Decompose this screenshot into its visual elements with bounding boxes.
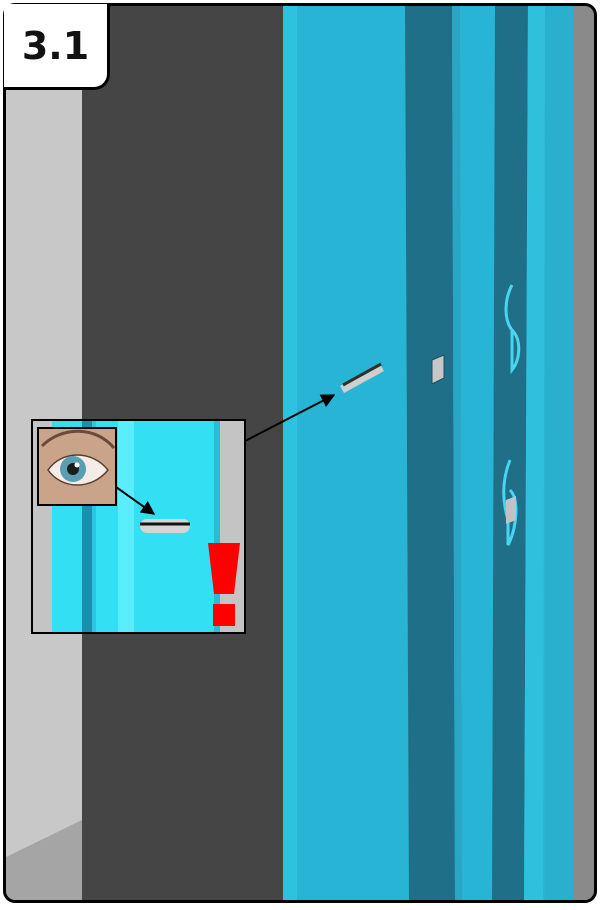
exclamation-icon (208, 543, 240, 626)
frame-edge (545, 5, 573, 901)
eye-icon (37, 427, 117, 506)
door-frame-highlight (283, 5, 297, 901)
frame-channel-side (452, 5, 462, 901)
gap-slot-shadow (342, 362, 382, 387)
step-number: 3.1 (21, 23, 90, 68)
latch-insert (506, 496, 516, 524)
frame-hole (431, 354, 445, 385)
frame-channel-dark (405, 5, 455, 901)
latch-slot-upper (504, 284, 521, 375)
gap-slot (340, 364, 384, 393)
inset-arrow (115, 486, 156, 515)
step-badge: 3.1 (4, 4, 110, 90)
pointer-arrow (244, 394, 336, 442)
right-wall (573, 5, 595, 901)
frame-rail-dark (492, 5, 528, 901)
floor-wedge (5, 820, 82, 901)
frame-rail-light (524, 5, 545, 901)
